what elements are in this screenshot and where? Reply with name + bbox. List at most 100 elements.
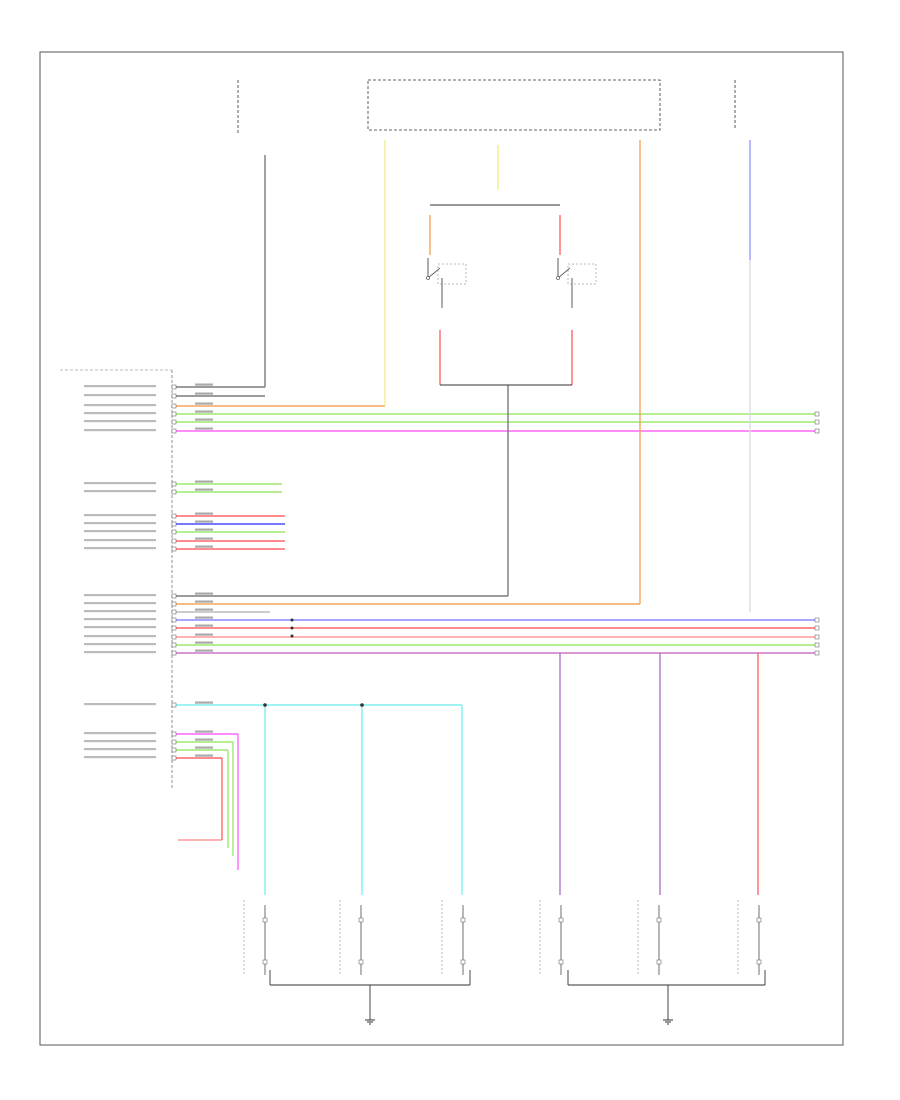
sensor-pin <box>262 959 268 965</box>
connector-pin <box>171 384 177 390</box>
connector-pin <box>171 642 177 648</box>
illegible-circuit-label <box>84 643 156 646</box>
illegible-circuit-label <box>84 732 156 735</box>
illegible-circuit-label <box>84 635 156 638</box>
illegible-wire-label <box>195 730 213 733</box>
illegible-wire-label <box>195 545 213 548</box>
diagram-frame <box>39 51 844 1046</box>
illegible-circuit-label <box>84 482 156 485</box>
sensors <box>243 900 762 975</box>
switches <box>426 258 597 308</box>
continuation-arrow <box>814 634 820 640</box>
illegible-wire-label <box>195 528 213 531</box>
connector-pin <box>171 755 177 761</box>
illegible-circuit-label <box>84 412 156 415</box>
connector-pin <box>171 731 177 737</box>
sensor-pin <box>558 917 564 923</box>
splice-point <box>263 703 267 707</box>
continuation-arrow <box>814 625 820 631</box>
illegible-circuit-label <box>84 490 156 493</box>
connector-pin <box>171 403 177 409</box>
continuation-arrow <box>814 428 820 434</box>
wires <box>172 140 815 895</box>
illegible-circuit-label <box>84 522 156 525</box>
connector-pin <box>171 609 177 615</box>
continuation-arrow <box>814 617 820 623</box>
connector-pin <box>171 601 177 607</box>
illegible-circuit-label <box>84 539 156 542</box>
illegible-circuit-label <box>84 429 156 432</box>
splice-point <box>290 626 294 630</box>
illegible-wire-label <box>195 427 213 430</box>
illegible-wire-label <box>195 383 213 386</box>
connector-pin <box>171 419 177 425</box>
connector-pin <box>171 747 177 753</box>
illegible-wire-label <box>195 649 213 652</box>
illegible-circuit-label <box>84 514 156 517</box>
connector-pin <box>171 428 177 434</box>
illegible-circuit-label <box>84 602 156 605</box>
illegible-wire-label <box>195 754 213 757</box>
sensor-pin <box>756 959 762 965</box>
connector-pin <box>171 489 177 495</box>
illegible-circuit-label <box>84 385 156 388</box>
connector-pin <box>171 634 177 640</box>
illegible-wire-label <box>195 641 213 644</box>
connector-pin <box>171 393 177 399</box>
illegible-wire-label <box>195 746 213 749</box>
illegible-wire-label <box>195 616 213 619</box>
connector-pin <box>171 617 177 623</box>
fuse-blocks <box>237 79 736 135</box>
illegible-wire-label <box>195 402 213 405</box>
fuse-block <box>367 79 661 131</box>
illegible-wire-label <box>195 392 213 395</box>
sensor-pin <box>656 917 662 923</box>
connector-pin <box>171 546 177 552</box>
sensor-pin <box>460 959 466 965</box>
illegible-wire-label <box>195 600 213 603</box>
connector-pin <box>171 538 177 544</box>
connector-pin <box>171 521 177 527</box>
illegible-wire-label <box>195 410 213 413</box>
illegible-circuit-label <box>84 594 156 597</box>
illegible-wire-label <box>195 520 213 523</box>
switch-body <box>567 263 597 285</box>
splice-point <box>290 634 294 638</box>
illegible-wire-label <box>195 701 213 704</box>
sensor-pin <box>262 917 268 923</box>
sensor-pin <box>656 959 662 965</box>
illegible-circuit-label <box>84 420 156 423</box>
sensor-pin <box>460 917 466 923</box>
switch-body <box>437 263 467 285</box>
connector-pin <box>171 650 177 656</box>
illegible-wire-label <box>195 537 213 540</box>
continuation-arrow <box>814 650 820 656</box>
illegible-wire-label <box>195 738 213 741</box>
connector-pin <box>171 702 177 708</box>
connector-pin <box>171 411 177 417</box>
switch-contact <box>427 267 441 279</box>
connector-pin <box>171 513 177 519</box>
illegible-circuit-label <box>84 530 156 533</box>
illegible-circuit-label <box>84 703 156 706</box>
connector-pin <box>171 481 177 487</box>
connector-pin <box>171 593 177 599</box>
sensor-pin <box>756 917 762 923</box>
illegible-circuit-label <box>84 756 156 759</box>
continuation-arrow <box>814 419 820 425</box>
illegible-circuit-label <box>84 748 156 751</box>
illegible-circuit-label <box>84 626 156 629</box>
switch-pivot <box>426 276 430 280</box>
continuation-arrow <box>814 411 820 417</box>
illegible-wire-label <box>195 624 213 627</box>
splice-point <box>290 618 294 622</box>
illegible-wire-label <box>195 418 213 421</box>
connector-pin <box>171 529 177 535</box>
illegible-circuit-label <box>84 547 156 550</box>
connector-pin <box>171 625 177 631</box>
illegible-circuit-label <box>84 610 156 613</box>
connector-pin <box>171 739 177 745</box>
illegible-circuit-label <box>84 618 156 621</box>
illegible-wire-label <box>195 488 213 491</box>
